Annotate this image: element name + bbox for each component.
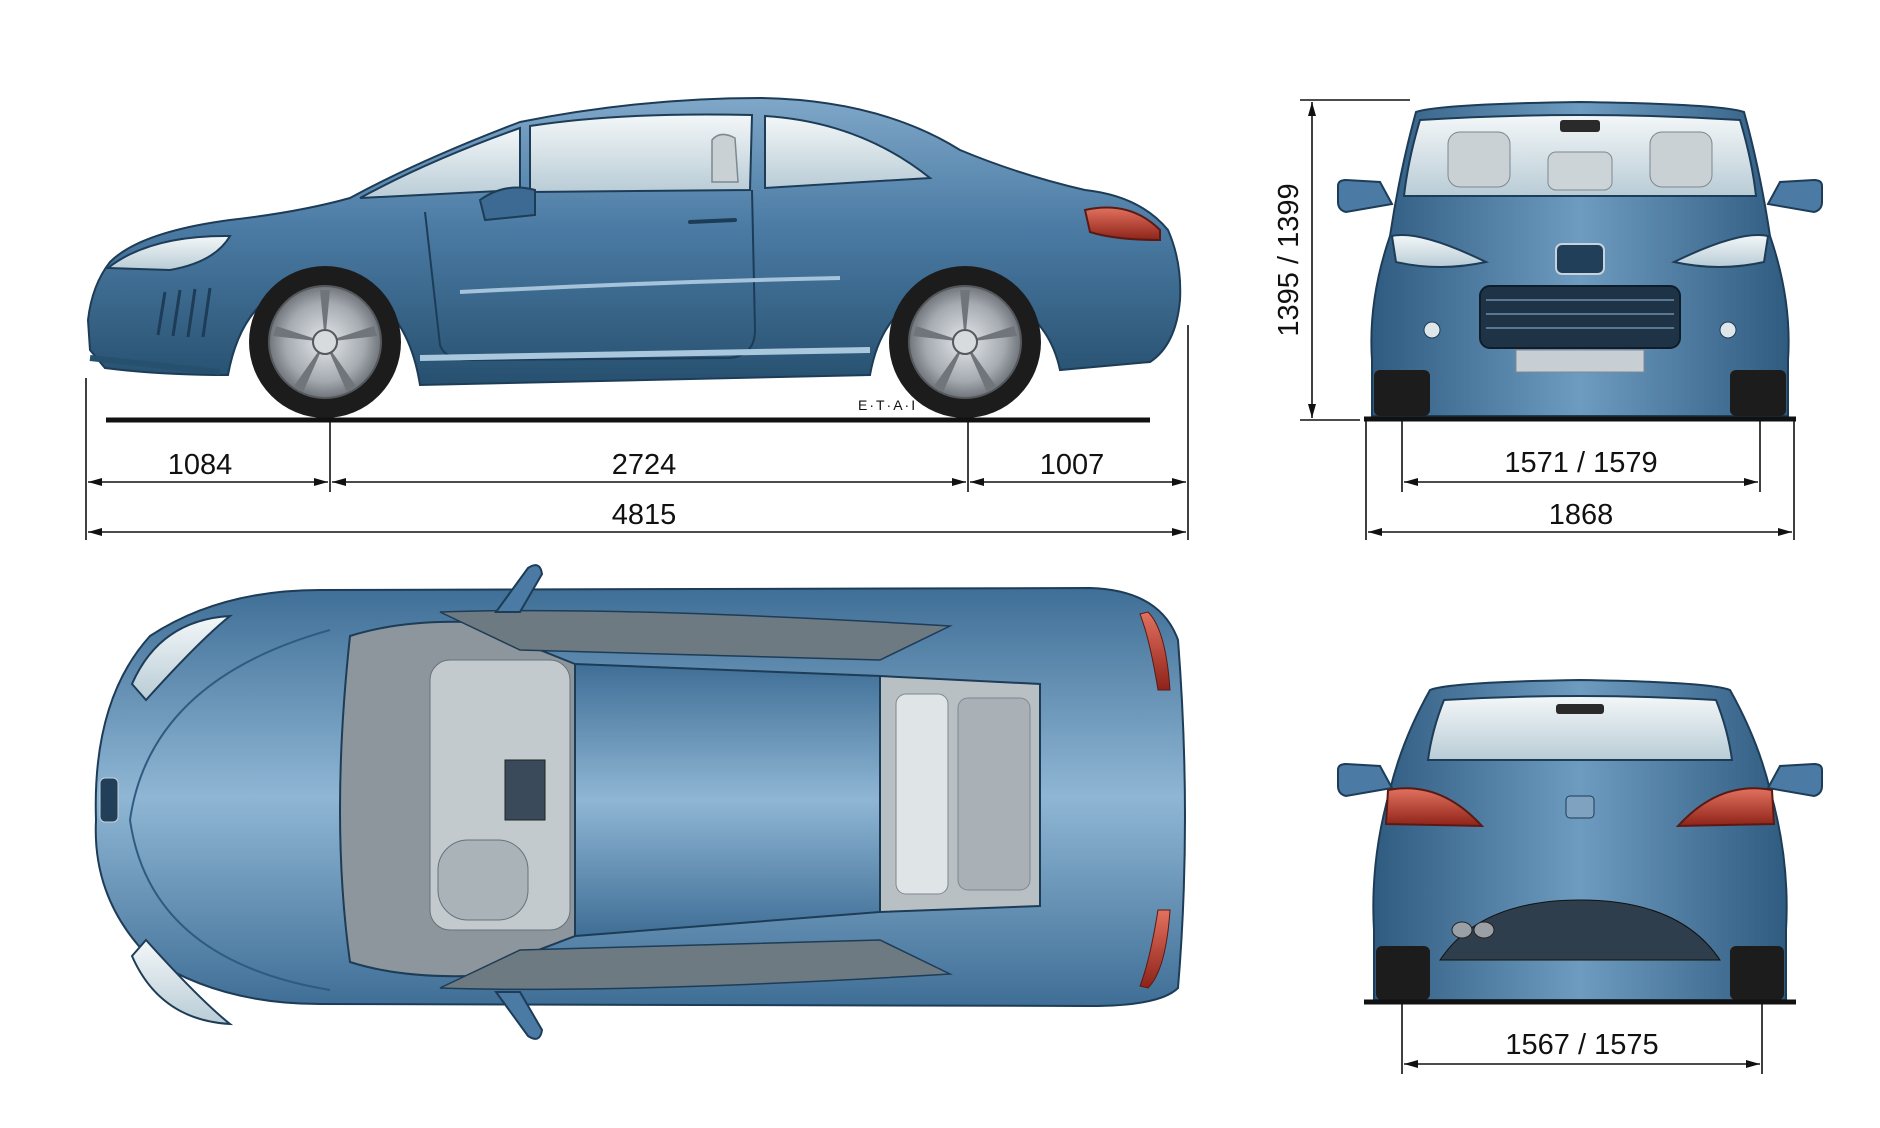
wheelbase-label: 2724 xyxy=(612,449,677,481)
front-overhang-label: 1084 xyxy=(168,449,233,481)
front-view-dimensions xyxy=(1300,99,1795,540)
front-view-car xyxy=(1337,100,1823,422)
etai-watermark: E·T·A·I xyxy=(858,397,917,413)
front-wheel xyxy=(249,266,401,418)
overall-length-label: 4815 xyxy=(612,499,677,531)
rear-overhang-label: 1007 xyxy=(1040,449,1105,481)
rear-view-dimensions xyxy=(1401,1004,1763,1074)
length-dimensions xyxy=(85,325,1189,540)
side-view-car: E·T·A·I xyxy=(86,96,1182,423)
rear-track-label: 1567 / 1575 xyxy=(1505,1029,1658,1061)
top-view-car xyxy=(94,564,1186,1040)
rear-wheel xyxy=(889,266,1041,418)
height-label: 1395 / 1399 xyxy=(1273,183,1305,336)
overall-width-label: 1868 xyxy=(1549,499,1614,531)
rear-view-car xyxy=(1337,678,1823,1005)
front-track-label: 1571 / 1579 xyxy=(1504,447,1657,479)
